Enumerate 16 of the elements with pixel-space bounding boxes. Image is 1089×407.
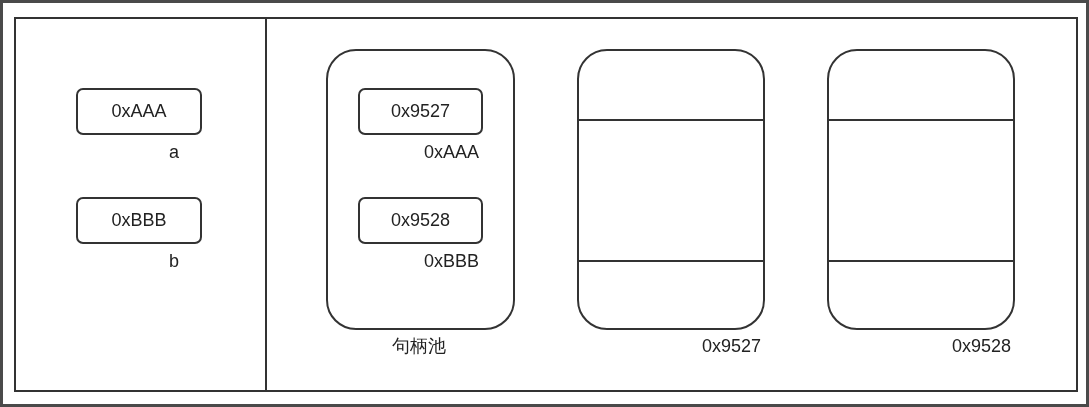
container-label: 句柄池: [392, 336, 446, 356]
left-panel: [14, 17, 267, 392]
address-label: 0x9528: [952, 336, 1012, 356]
address-label: 0xBBB: [424, 251, 480, 271]
value-box: 0xAAA: [76, 88, 202, 135]
variable-label: b: [169, 251, 179, 271]
sectioned-block: [827, 49, 1015, 330]
address-label: 0xAAA: [424, 142, 480, 162]
address-label: 0x9527: [702, 336, 762, 356]
value-box: 0xBBB: [76, 197, 202, 244]
variable-label: a: [169, 142, 179, 162]
right-panel: [265, 17, 1078, 392]
rounded-container: [326, 49, 515, 330]
value-box: 0x9528: [358, 197, 483, 244]
sectioned-block: [577, 49, 765, 330]
value-box: 0x9527: [358, 88, 483, 135]
